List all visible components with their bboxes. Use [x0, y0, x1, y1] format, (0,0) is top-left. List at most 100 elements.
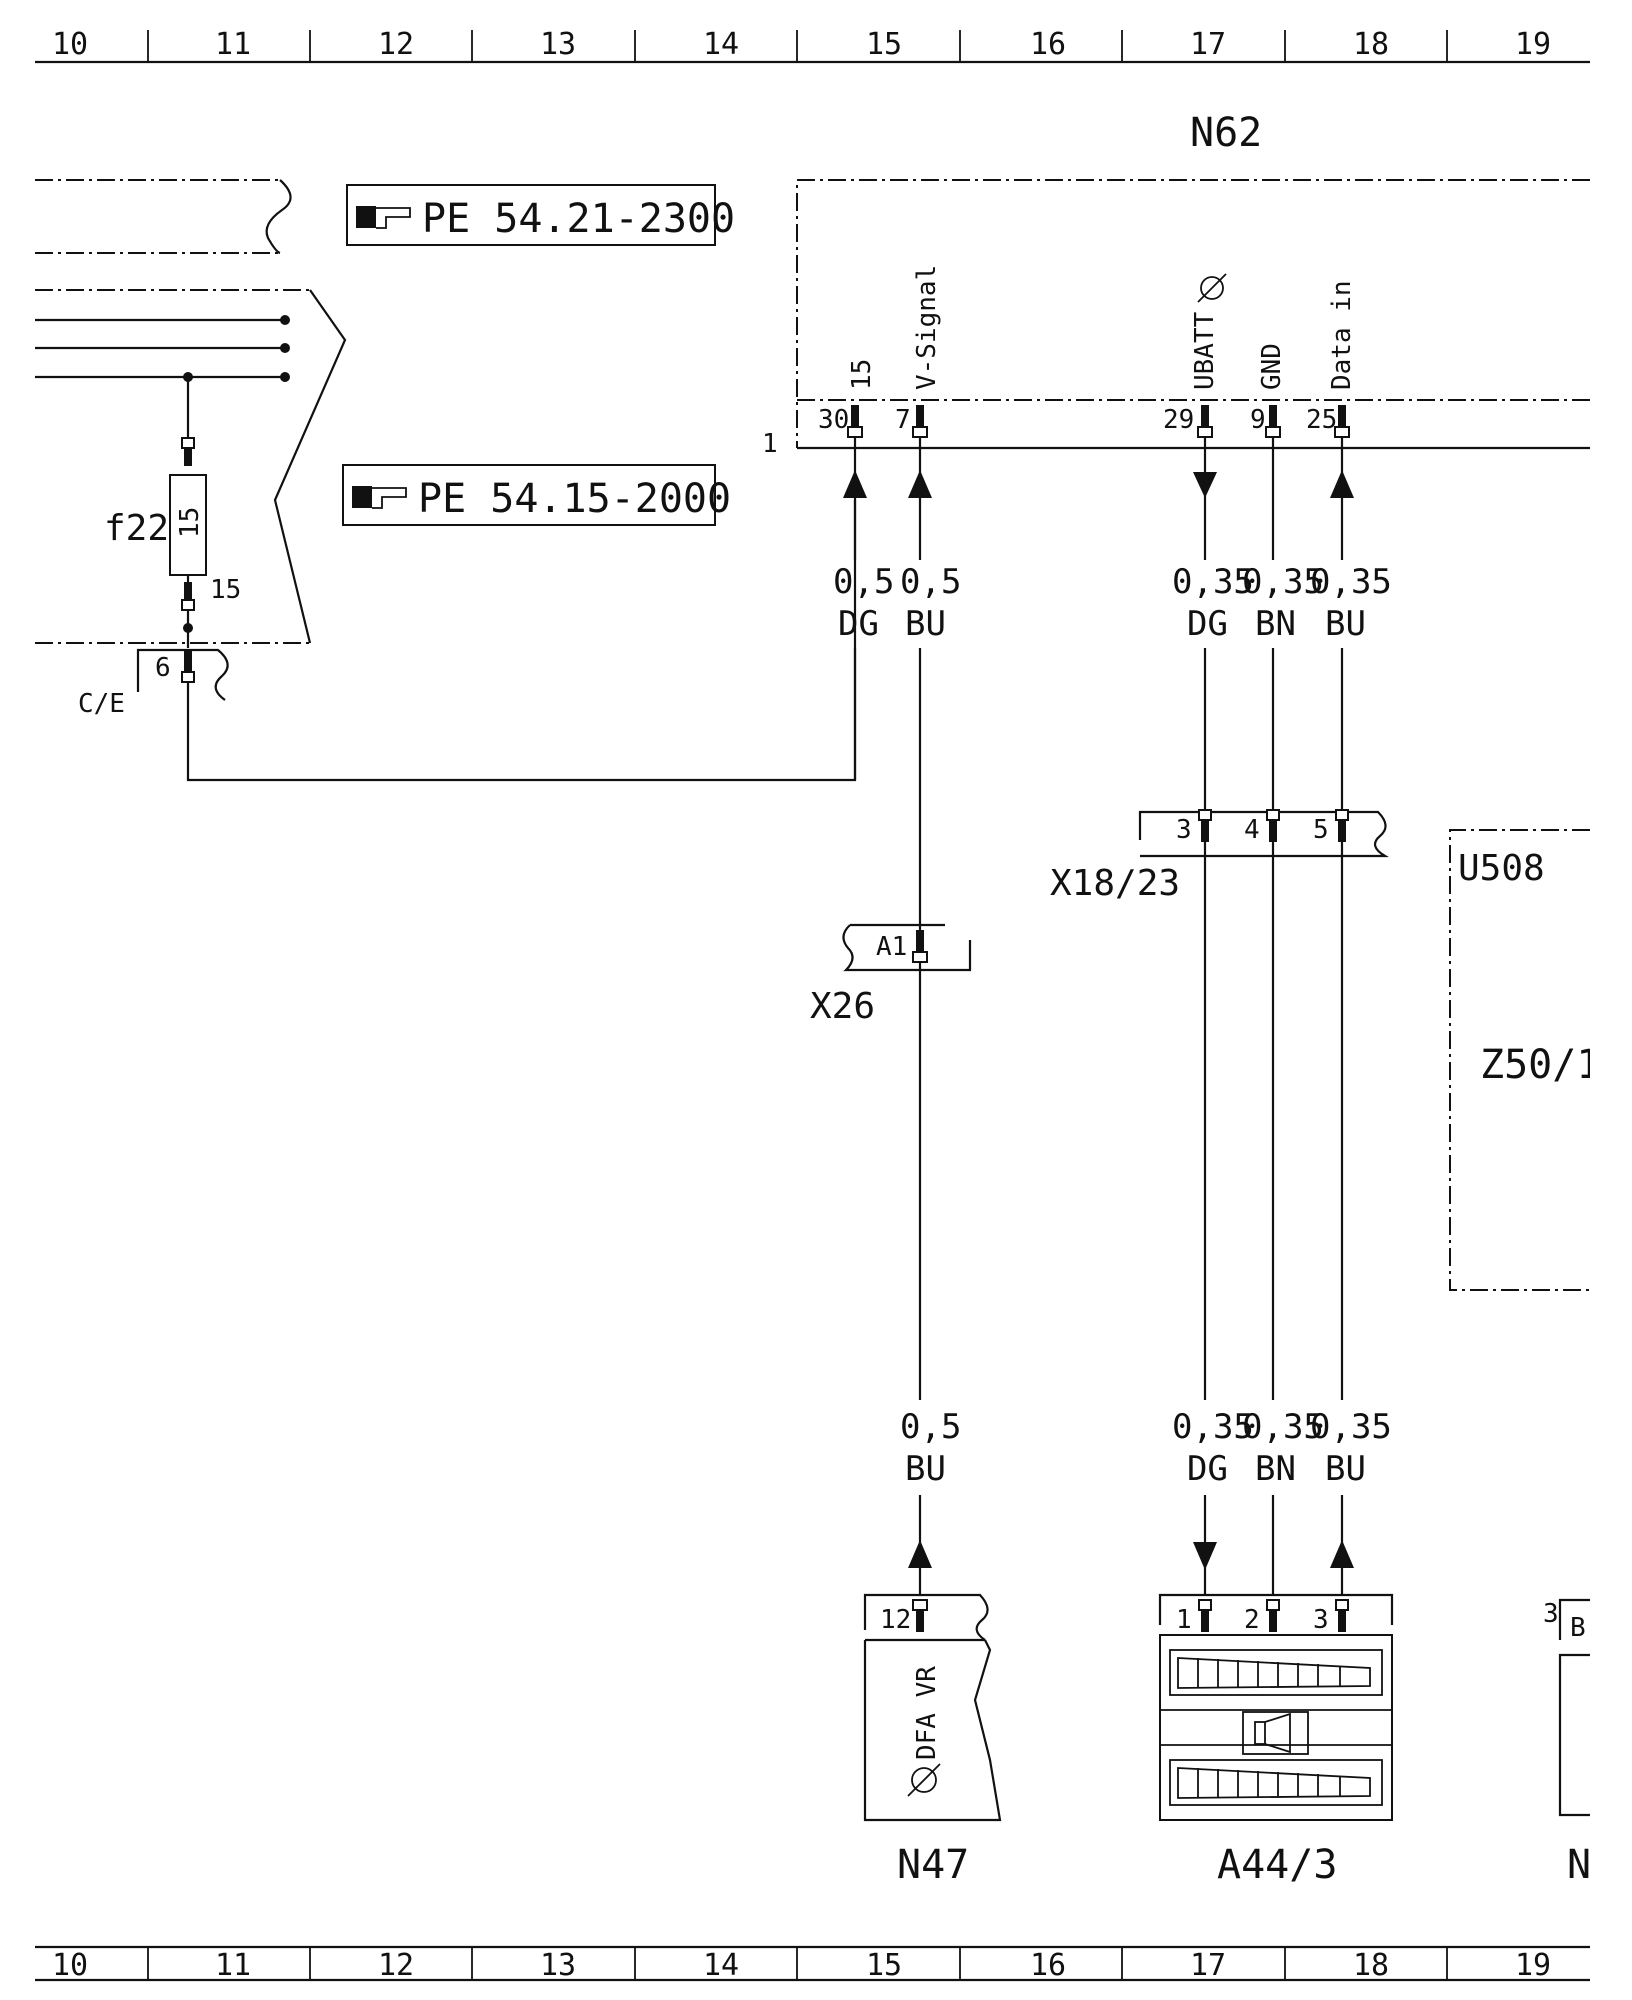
- pin-number: 9: [1250, 405, 1266, 435]
- pin-number: 25: [1306, 405, 1337, 435]
- pin-signal-label: UBATT: [1190, 311, 1220, 390]
- wire-size: 0,35: [1310, 1407, 1392, 1447]
- ruler-number: 14: [703, 1948, 739, 1983]
- ce-label: C/E: [78, 689, 125, 719]
- ruler-number: 11: [215, 1948, 251, 1983]
- u508-label: U508: [1458, 848, 1545, 889]
- x26-connector: A1: [842, 923, 972, 972]
- ruler-number: 15: [866, 1948, 902, 1983]
- a44-pin: 3: [1313, 1605, 1329, 1635]
- wire-ce-to-n62: [186, 500, 857, 782]
- a44-pin: 2: [1244, 1605, 1260, 1635]
- pin-number: 29: [1163, 405, 1194, 435]
- wire-size: 0,35: [1242, 1407, 1324, 1447]
- ruler-number: 18: [1353, 1948, 1389, 1983]
- lower-harness-box: [35, 289, 310, 644]
- ruler-number: 13: [540, 1948, 576, 1983]
- ruler-number: 16: [1030, 27, 1066, 62]
- wire-color: BN: [1255, 1449, 1296, 1489]
- partial-pin: 3: [1543, 1599, 1559, 1629]
- ruler-number: 12: [378, 27, 414, 62]
- partial-letter: B: [1570, 1613, 1586, 1643]
- x26-pin: A1: [876, 932, 907, 962]
- upper-harness-box: [35, 179, 280, 254]
- reference-text: PE 54.15-2000: [418, 476, 731, 522]
- wire-color: DG: [1187, 1449, 1228, 1489]
- partial-component: 3 B N: [1543, 1598, 1591, 1888]
- ruler-number: 14: [703, 27, 739, 62]
- battery-symbol-icon: [1197, 273, 1227, 303]
- wire-size: 0,5: [833, 562, 894, 602]
- ruler-number: 13: [540, 27, 576, 62]
- n47-inner-label: DFA VR: [912, 1666, 942, 1760]
- wire-size: 0,35: [1242, 562, 1324, 602]
- sensor-symbol-icon: [907, 1763, 941, 1797]
- pointing-hand-icon: [352, 486, 407, 509]
- fuse-pin: 15: [210, 575, 241, 605]
- ce-pin: 6: [155, 653, 171, 683]
- partial-bottom-label: N: [1567, 1842, 1591, 1888]
- reference-pe-54-15[interactable]: PE 54.15-2000: [342, 464, 731, 526]
- ruler-number: 19: [1515, 1948, 1551, 1983]
- ruler-number: 10: [52, 1948, 88, 1983]
- wire-size: 0,35: [1172, 1407, 1254, 1447]
- wire-color: BU: [905, 1449, 946, 1489]
- wire-color: DG: [1187, 604, 1228, 644]
- u508-box: [1449, 829, 1590, 1291]
- top-ruler: 10 11 12 13 14 15 16 17 18 19: [35, 27, 1590, 64]
- pin-signal-label: Data in: [1327, 280, 1357, 390]
- n62-connector-number: 1: [762, 429, 778, 459]
- wire-color: BU: [1325, 1449, 1366, 1489]
- fuse-value: 15: [175, 507, 205, 538]
- pin-signal-label: 15: [847, 359, 877, 390]
- lower-harness-break: [273, 289, 347, 644]
- ruler-number: 12: [378, 1948, 414, 1983]
- wire-size: 0,35: [1310, 562, 1392, 602]
- n47-label: N47: [897, 1842, 969, 1888]
- led-bargraph-icon: [1169, 1649, 1383, 1696]
- ruler-number: 11: [215, 27, 251, 62]
- ruler-number: 10: [52, 27, 88, 62]
- ruler-number: 18: [1353, 27, 1389, 62]
- fuse-name: f22: [104, 508, 169, 549]
- ruler-number: 17: [1190, 27, 1226, 62]
- x18-pin: 4: [1244, 815, 1260, 845]
- n62-pin-terminals: [847, 405, 1350, 438]
- x18-23-connector: 3 4 5: [1138, 809, 1390, 858]
- reference-pe-54-21[interactable]: PE 54.21-2300: [346, 184, 735, 246]
- pin-number: 30: [818, 405, 849, 435]
- n62-box: [796, 179, 1590, 448]
- led-bargraph-icon: [1169, 1759, 1383, 1806]
- n47-component: 12 DFA VR: [863, 1593, 1002, 1822]
- pin-number: 7: [895, 405, 911, 435]
- x18-pin: 3: [1176, 815, 1192, 845]
- ce-connector: [136, 648, 229, 701]
- speaker-icon: [1242, 1711, 1309, 1755]
- ruler-number: 15: [866, 27, 902, 62]
- wire-color: DG: [838, 604, 879, 644]
- n47-pin: 12: [880, 1605, 911, 1635]
- x26-label: X26: [810, 986, 875, 1027]
- wire-color: BU: [1325, 604, 1366, 644]
- bottom-ruler: 10 11 12 13 14 15 16 17 18 19: [35, 1945, 1590, 1983]
- a44-3-component: 1 2 3: [1158, 1593, 1394, 1821]
- n62-label: N62: [1190, 110, 1262, 156]
- wire-size: 0,5: [900, 562, 961, 602]
- pin-signal-label: V-Signal: [912, 265, 942, 390]
- reference-text: PE 54.21-2300: [422, 196, 735, 242]
- a44-3-label: A44/3: [1217, 1842, 1337, 1888]
- pointing-hand-icon: [356, 206, 411, 229]
- wire-size: 0,5: [900, 1407, 961, 1447]
- x18-23-label: X18/23: [1050, 863, 1180, 904]
- a44-pin: 1: [1176, 1605, 1192, 1635]
- wire-color: BU: [905, 604, 946, 644]
- ruler-number: 19: [1515, 27, 1551, 62]
- wire-size: 0,35: [1172, 562, 1254, 602]
- upper-harness-break: [265, 179, 292, 255]
- x18-pin: 5: [1313, 815, 1329, 845]
- ruler-number: 17: [1190, 1948, 1226, 1983]
- pin-signal-label: GND: [1257, 343, 1287, 390]
- ruler-number: 16: [1030, 1948, 1066, 1983]
- wire-color: BN: [1255, 604, 1296, 644]
